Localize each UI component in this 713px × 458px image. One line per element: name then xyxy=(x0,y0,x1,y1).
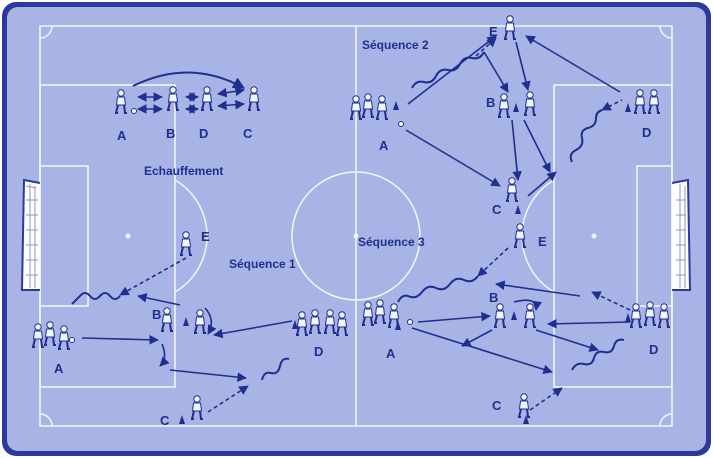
sequence-2-title: Séquence 2 xyxy=(362,38,429,52)
sequence-1-title: Séquence 1 xyxy=(229,257,296,271)
seq2-label-b: B xyxy=(486,95,495,110)
goal-left xyxy=(20,178,41,291)
sequence-3-drill: Séquence 3 A B C D E xyxy=(358,222,671,424)
seq2-label-d: D xyxy=(642,125,651,140)
warmup-label-d: D xyxy=(199,126,208,141)
warmup-label-a: A xyxy=(117,128,127,143)
seq1-label-a: A xyxy=(54,361,64,376)
seq1-label-c: C xyxy=(160,413,170,428)
sequence-3-title: Séquence 3 xyxy=(358,235,425,249)
sequence-1-drill: A B C D E Séquence 1 xyxy=(31,229,349,428)
penalty-spot-left xyxy=(125,233,131,239)
seq2-label-e: E xyxy=(489,24,498,39)
warmup-drill: A B D C Echauffement xyxy=(114,71,261,178)
goal-right xyxy=(671,178,692,291)
centre-spot xyxy=(353,233,359,239)
seq1-label-b: B xyxy=(152,307,161,322)
seq3-label-c: C xyxy=(492,398,502,413)
seq1-label-d: D xyxy=(314,344,323,359)
seq3-label-a: A xyxy=(386,346,396,361)
seq3-label-e: E xyxy=(538,234,547,249)
seq2-label-a: A xyxy=(379,138,389,153)
sequence-2-drill: Séquence 2 A B C D E xyxy=(349,14,661,217)
warmup-title: Echauffement xyxy=(144,164,223,178)
penalty-spot-right xyxy=(591,233,597,239)
seq1-label-e: E xyxy=(201,229,210,244)
seq3-label-d: D xyxy=(649,342,658,357)
seq3-label-b: B xyxy=(489,290,498,305)
warmup-label-c: C xyxy=(243,126,253,141)
seq2-label-c: C xyxy=(492,202,502,217)
warmup-label-b: B xyxy=(166,126,175,141)
